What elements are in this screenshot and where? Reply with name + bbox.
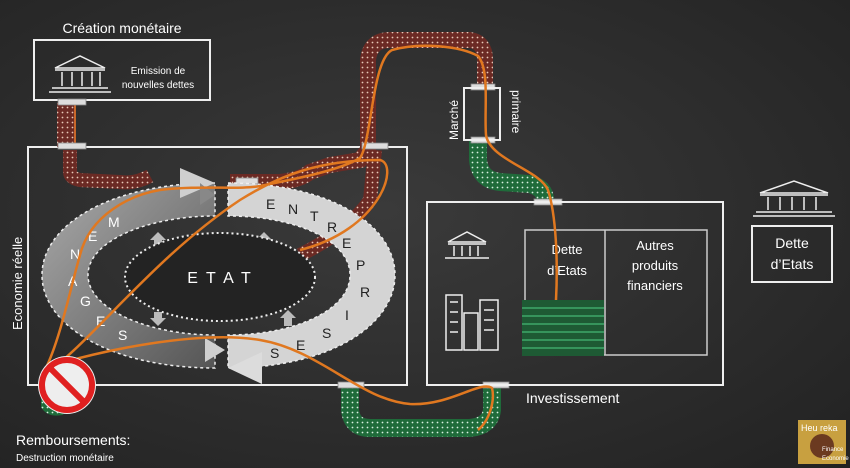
entreprises-letter: P: [356, 257, 365, 273]
emission-line1: Emission de: [131, 66, 186, 77]
dette-line2: d’Etats: [547, 263, 587, 278]
entreprises-letter: R: [360, 284, 370, 300]
emission-line2: nouvelles dettes: [122, 80, 194, 91]
menages-segment: [41, 182, 216, 369]
city-buildings-icon: [445, 294, 499, 351]
logo-line2: reka: [820, 423, 838, 433]
entreprises-segment: [227, 182, 396, 369]
marche-line2: primaire: [509, 90, 523, 134]
bank-building-icon: [753, 180, 835, 217]
entreprises-letter: T: [310, 208, 319, 224]
entreprises-letters: E N T R E P R I S E S: [266, 196, 370, 361]
heureka-logo: Heu reka Finance Economie: [798, 420, 849, 464]
menages-letter: S: [118, 327, 127, 343]
menages-letter: N: [70, 246, 80, 262]
orange-flow-line: [39, 44, 558, 431]
investissement-group: Investissement Dette d’Etats Autres prod…: [426, 201, 724, 406]
right-dette-group: Dette d’Etats: [751, 180, 835, 283]
menages-letter: M: [108, 214, 120, 230]
etat-ellipse: [124, 232, 316, 322]
marche-primaire-group: Marché primaire: [447, 87, 523, 141]
entreprises-letter: S: [322, 325, 331, 341]
menages-letter: G: [80, 293, 91, 309]
ring-arrow-bottom-left: [205, 338, 225, 362]
marche-line1: Marché: [447, 100, 461, 140]
forbidden-sign-icon: [38, 356, 96, 414]
right-dette-line1: Dette: [775, 235, 809, 251]
autres-line2: produits: [632, 258, 679, 273]
creation-monetaire-group: Création monétaire Emission de nouvelles…: [33, 20, 211, 101]
bank-building-icon: [445, 231, 489, 259]
bank-building-icon: [49, 55, 111, 93]
menages-letter: E: [96, 313, 105, 329]
entreprises-letter: N: [288, 201, 298, 217]
autres-line1: Autres: [636, 238, 674, 253]
right-dette-line2: d’Etats: [771, 256, 814, 272]
remboursements-subtitle: Destruction monétaire: [16, 453, 114, 464]
autres-line3: financiers: [627, 278, 683, 293]
dette-line1: Dette: [551, 242, 582, 257]
dette-stack: [522, 300, 604, 356]
etat-label: E T A T: [187, 270, 253, 287]
entreprises-letter: R: [327, 219, 337, 235]
logo-sub2: Economie: [822, 456, 849, 462]
entreprises-letter: I: [345, 307, 349, 323]
menages-letter: E: [88, 228, 97, 244]
investissement-label: Investissement: [526, 390, 619, 406]
ring-arrow-top: [180, 168, 215, 198]
remboursements-title: Remboursements:: [16, 432, 130, 448]
menages-entreprises-ring: [41, 168, 396, 384]
logo-line1: Heu: [801, 423, 818, 433]
logo-sub1: Finance: [822, 447, 844, 453]
entreprises-letter: E: [296, 337, 305, 353]
creation-title: Création monétaire: [62, 20, 181, 36]
entreprises-letter: S: [270, 345, 279, 361]
ring-arrow-bottom: [228, 352, 262, 384]
economie-label: Economie réelle: [10, 237, 25, 330]
economie-box: [27, 146, 408, 386]
entreprises-letter: E: [266, 196, 275, 212]
entreprises-letter: E: [342, 235, 351, 251]
